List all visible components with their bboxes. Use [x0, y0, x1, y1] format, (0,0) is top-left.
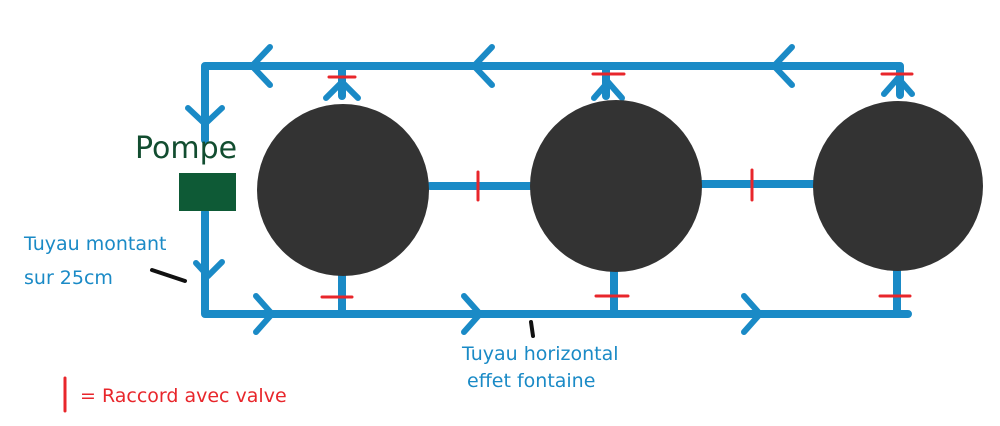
- pump-label: Pompe: [135, 131, 237, 166]
- down-arrow-icon: [193, 259, 225, 279]
- right-arrow-icon: [461, 293, 483, 335]
- riser-label-line1: Tuyau montant: [23, 233, 167, 255]
- tank-2: [530, 100, 702, 272]
- horizontal-label-line1: Tuyau horizontal: [461, 343, 619, 365]
- horizontal-label-line2: effet fontaine: [467, 370, 595, 392]
- up-arrow-icon: [323, 79, 361, 101]
- tank-3: [813, 101, 983, 271]
- legend-label: = Raccord avec valve: [80, 385, 287, 407]
- right-arrow-icon: [253, 293, 275, 335]
- tank-1: [257, 104, 429, 276]
- left-arrow-icon: [471, 44, 495, 88]
- down-arrow-icon: [185, 105, 225, 127]
- valve-markers: [320, 72, 914, 299]
- left-arrow-icon: [249, 44, 273, 88]
- bottom-horizontal-pipe: [201, 208, 912, 318]
- right-arrow-icon: [741, 293, 763, 335]
- riser-label-line2: sur 25cm: [24, 267, 113, 289]
- up-arrow-icon: [591, 79, 625, 101]
- horizontal-pointer: [529, 320, 535, 338]
- up-arrow-icon: [881, 75, 915, 97]
- tanks: [257, 100, 983, 276]
- left-arrow-icon: [771, 44, 795, 88]
- flow-arrows: [185, 44, 915, 335]
- pump: [179, 173, 236, 211]
- riser-pointer: [150, 268, 187, 283]
